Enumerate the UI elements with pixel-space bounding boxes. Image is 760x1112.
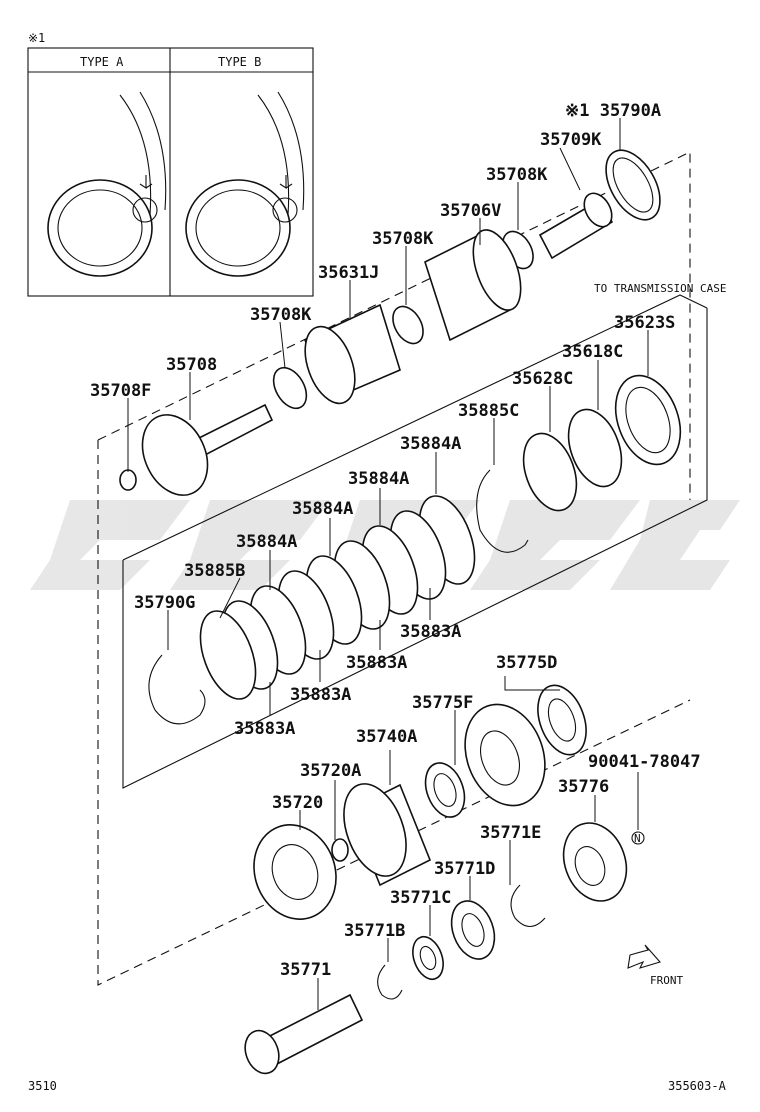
part-35771C-drawing — [412, 935, 444, 981]
part-35618C-drawing — [567, 408, 623, 488]
part-35706V-drawing — [424, 229, 522, 342]
part-35720-drawing — [253, 824, 337, 920]
leader-lines — [127, 118, 649, 1010]
label-90041-78047: 90041-78047 — [588, 752, 701, 772]
label-35720: 35720 — [272, 793, 323, 813]
label-35883A-4: 35883A — [234, 719, 295, 739]
type-b-plate-drawing — [185, 91, 305, 277]
n-mark-icon — [631, 831, 645, 845]
part-35790A-drawing — [605, 149, 661, 221]
label-35884A-1: 35884A — [400, 434, 461, 454]
part-35885C-drawing — [476, 469, 529, 553]
label-35883A-2: 35883A — [346, 653, 407, 673]
part-35771E-drawing — [510, 884, 546, 928]
label-35776: 35776 — [558, 777, 609, 797]
part-35631J-drawing — [303, 303, 401, 405]
type-a-plate-drawing — [47, 91, 167, 277]
label-35708K-c: 35708K — [250, 305, 312, 325]
label-35883A-1: 35883A — [400, 622, 461, 642]
label-35623S: 35623S — [614, 313, 675, 333]
type-reference-box: ※1 TYPE A TYPE B — [27, 31, 314, 297]
part-35628C-drawing — [522, 432, 578, 512]
footer-figure-code: 355603-A — [668, 1079, 727, 1093]
label-35740A: 35740A — [356, 727, 417, 747]
label-35884A-4: 35884A — [236, 532, 297, 552]
label-35771: 35771 — [280, 960, 331, 980]
part-35708K-c-drawing — [272, 366, 308, 410]
part-35776-drawing — [562, 822, 628, 902]
label-35708: 35708 — [166, 355, 217, 375]
part-35771D-drawing — [450, 900, 496, 960]
label-35771E: 35771E — [480, 823, 541, 843]
label-35628C: 35628C — [512, 369, 573, 389]
part-35790G-drawing — [148, 654, 206, 725]
label-35709K: 35709K — [540, 130, 602, 150]
footer-page-code: 3510 — [28, 1079, 57, 1093]
part-35771B-drawing — [377, 964, 403, 1000]
part-35775D-drawing — [537, 684, 587, 756]
part-35720-washer-drawing — [331, 838, 349, 862]
part-35708K-b-drawing — [392, 305, 424, 345]
type-a-header: TYPE A — [80, 55, 124, 69]
part-35708F-drawing — [119, 469, 137, 491]
label-35771D: 35771D — [434, 859, 495, 879]
label-35771B: 35771B — [344, 921, 405, 941]
label-35708K-b: 35708K — [372, 229, 434, 249]
label-35708K-a: 35708K — [486, 165, 548, 185]
to-transmission-case-note: TO TRANSMISSION CASE — [594, 282, 726, 295]
label-35708F: 35708F — [90, 381, 151, 401]
label-35775D: 35775D — [496, 653, 557, 673]
part-35720A-drawing — [343, 783, 432, 887]
part-35775F-drawing — [464, 703, 546, 807]
part-35708-drawing — [141, 403, 274, 496]
label-35884A-3: 35884A — [292, 499, 353, 519]
label-35790A: ※1 35790A — [565, 101, 661, 121]
label-35706V: 35706V — [440, 201, 501, 221]
label-35775F: 35775F — [412, 693, 473, 713]
part-35740A-drawing — [424, 762, 466, 818]
part-35771-drawing — [244, 993, 364, 1075]
label-35771C: 35771C — [390, 888, 451, 908]
part-35709K-drawing — [538, 192, 614, 260]
label-35883A-3: 35883A — [290, 685, 351, 705]
front-arrow-icon — [627, 944, 661, 969]
label-35631J: 35631J — [318, 263, 379, 283]
part-35623S-drawing — [614, 374, 682, 466]
clutch-plates-drawing — [199, 495, 476, 700]
label-35720A: 35720A — [300, 761, 361, 781]
label-35885B: 35885B — [184, 561, 245, 581]
label-35790G: 35790G — [134, 593, 195, 613]
label-35884A-2: 35884A — [348, 469, 409, 489]
label-35885C: 35885C — [458, 401, 519, 421]
front-label: FRONT — [650, 974, 683, 987]
type-box-mark: ※1 — [28, 31, 45, 45]
clutch-pack-box — [122, 294, 708, 789]
type-b-header: TYPE B — [218, 55, 261, 69]
n-mark-text: N — [634, 832, 641, 845]
label-35618C: 35618C — [562, 342, 623, 362]
